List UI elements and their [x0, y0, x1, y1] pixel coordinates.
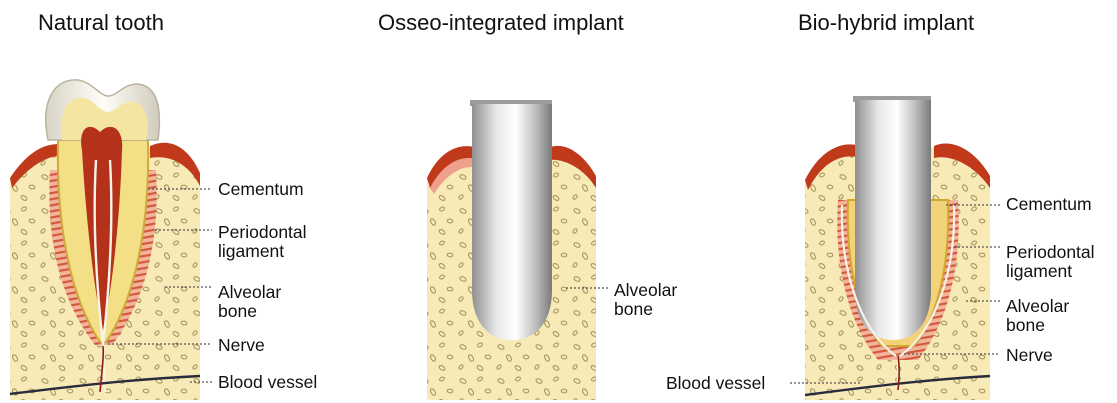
label-periodontal-ligament-line2: ligament — [1006, 261, 1072, 281]
label-nerve: Nerve — [218, 335, 265, 355]
label-blood-vessel: Blood vessel — [666, 373, 765, 393]
natural-tooth-illustration — [10, 80, 200, 400]
label-nerve: Nerve — [1006, 345, 1053, 365]
label-periodontal-ligament-line1: Periodontal — [218, 222, 307, 242]
osseo-implant-illustration — [427, 100, 596, 400]
label-cementum: Cementum — [1006, 194, 1092, 214]
label-alveolar-bone-line1: Alveolar — [1006, 296, 1069, 316]
bio-hybrid-implant-illustration — [805, 96, 990, 400]
label-alveolar-bone-line2: bone — [1006, 315, 1045, 335]
label-cementum: Cementum — [218, 179, 304, 199]
label-alveolar-bone-line2: bone — [218, 301, 257, 321]
label-blood-vessel: Blood vessel — [218, 372, 317, 392]
label-periodontal-ligament-line2: ligament — [218, 241, 284, 261]
label-alveolar-bone-line2: bone — [614, 299, 653, 319]
label-alveolar-bone-line1: Alveolar — [614, 280, 677, 300]
metal-implant — [472, 104, 552, 340]
label-alveolar-bone-line1: Alveolar — [218, 282, 281, 302]
metal-implant — [855, 100, 931, 340]
label-periodontal-ligament-line1: Periodontal — [1006, 242, 1095, 262]
